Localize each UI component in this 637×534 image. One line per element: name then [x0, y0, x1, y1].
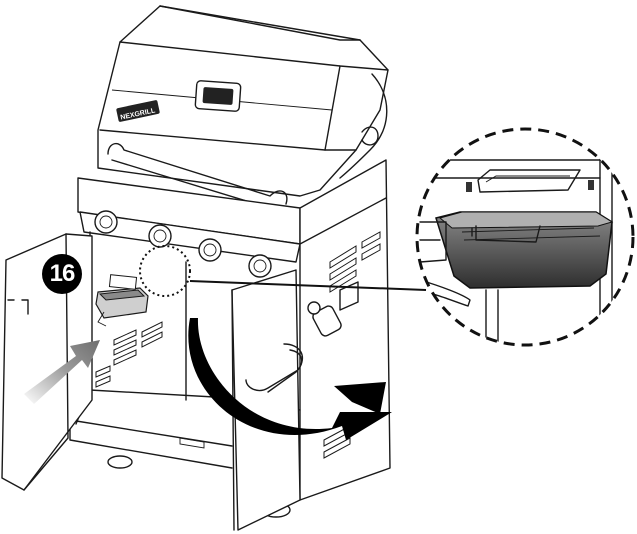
back-vents: [95, 321, 163, 388]
grease-tray: [95, 274, 149, 327]
grill-lid: [97, 5, 389, 211]
control-panel: [77, 177, 301, 278]
gradient-arrow-icon: [24, 340, 100, 404]
magnified-detail: [415, 127, 635, 347]
step-number-badge: 16: [42, 254, 82, 294]
left-door: [1, 233, 93, 491]
right-door: [231, 269, 303, 531]
cart-side-panel: [299, 159, 391, 501]
curved-arrow-icon: [188, 318, 392, 440]
detail-callout: [139, 245, 427, 297]
